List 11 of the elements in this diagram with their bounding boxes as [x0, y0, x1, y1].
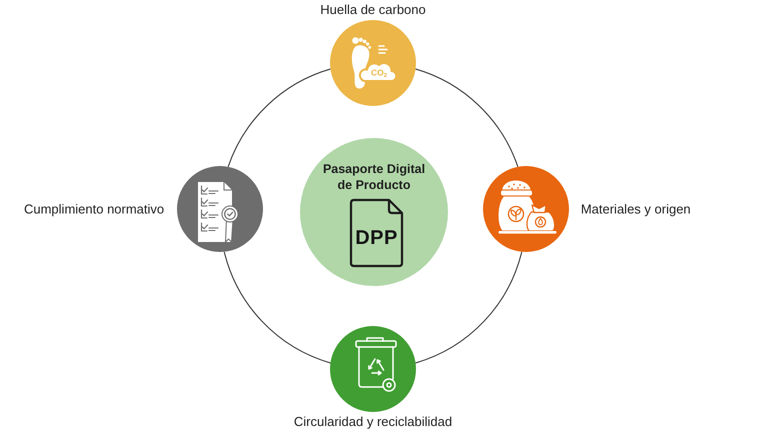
document-code: DPP: [355, 227, 398, 249]
ring-arc: [415, 68, 518, 168]
node-label: Materiales y origen: [580, 202, 691, 217]
ring-arc: [224, 251, 331, 364]
node-label: Huella de carbono: [320, 2, 426, 17]
hub-title: Pasaporte Digital de Producto: [322, 161, 426, 193]
formula-text: CO$_{2}$: [370, 68, 388, 78]
node-label: Cumplimiento normativo: [24, 202, 164, 217]
node-label: Circularidad y reciclabilidad: [294, 414, 452, 429]
ring-arc: [228, 68, 331, 168]
ring-arc: [415, 251, 522, 364]
